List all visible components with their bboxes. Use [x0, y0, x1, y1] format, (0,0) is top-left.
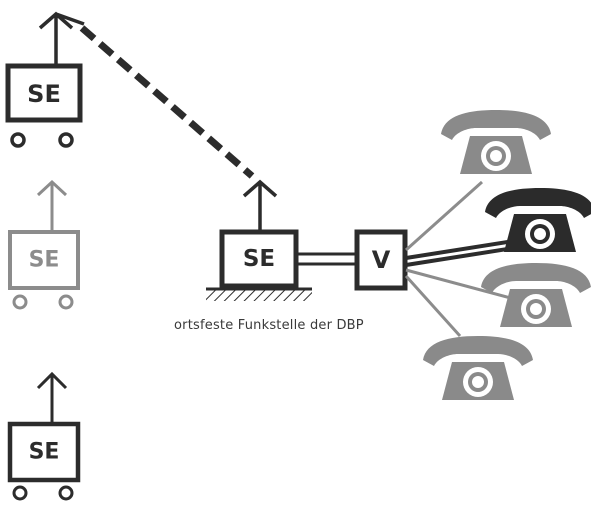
phone-line	[404, 180, 484, 252]
unit-label: SE	[29, 248, 60, 273]
wheel-icon	[58, 132, 74, 148]
ground-hatch	[206, 290, 312, 301]
antenna-icon	[36, 371, 68, 424]
phone-line	[405, 238, 521, 260]
fixed-station-caption: ortsfeste Funkstelle der DBP	[174, 318, 364, 333]
phone-line	[405, 268, 519, 302]
antenna-icon	[38, 11, 85, 66]
switch-label: V	[372, 246, 391, 274]
telephone-icon	[481, 263, 591, 327]
unit-label: SE	[29, 440, 60, 465]
mobile-unit-3: SE	[7, 371, 81, 501]
unit-label: SE	[243, 246, 275, 272]
wheel-icon	[10, 132, 26, 148]
radio-unit-box	[8, 230, 80, 290]
mobile-unit-1: SE	[5, 11, 85, 148]
phone-line	[405, 245, 521, 267]
switch-box	[354, 229, 408, 291]
radio-unit-box	[219, 229, 299, 289]
telephone-icon	[485, 188, 591, 252]
mobile-unit-2: SE	[8, 179, 80, 310]
wheel-icon	[58, 485, 74, 501]
telephone-icon	[423, 336, 533, 400]
unit-label: SE	[27, 80, 61, 108]
radio-link	[79, 25, 255, 179]
antenna-icon	[242, 179, 278, 232]
antenna-icon	[36, 179, 68, 232]
telephone-icon	[441, 110, 551, 174]
wheel-icon	[12, 294, 28, 310]
fixed-station: SE	[206, 179, 312, 301]
phone-line	[404, 274, 462, 338]
radio-unit-box	[5, 63, 83, 123]
switch-unit: V	[354, 229, 408, 291]
wheel-icon	[58, 294, 74, 310]
radio-unit-box	[7, 421, 81, 483]
wheel-icon	[12, 485, 28, 501]
